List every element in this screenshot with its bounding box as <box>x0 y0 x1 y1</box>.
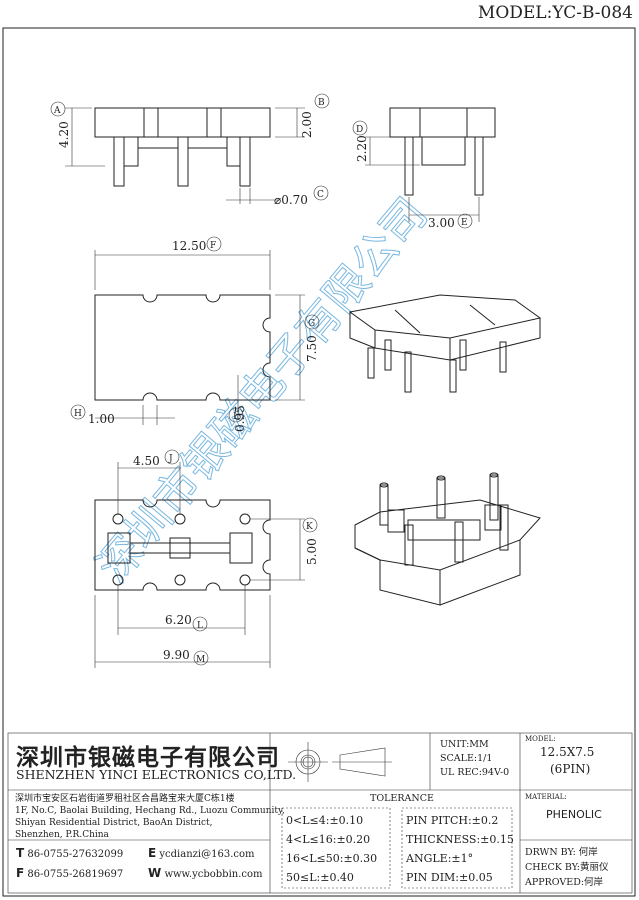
svg-text:C: C <box>317 190 324 200</box>
svg-text:H: H <box>74 409 82 419</box>
svg-text:F: F <box>210 241 216 251</box>
svg-text:D: D <box>356 125 363 135</box>
svg-text:4.50: 4.50 <box>133 454 160 468</box>
bottom-view <box>94 462 305 668</box>
model-title: MODEL:YC-B-084 <box>477 3 633 23</box>
svg-text:4.20: 4.20 <box>57 121 71 148</box>
svg-text:G: G <box>308 319 315 329</box>
side-view <box>365 107 496 222</box>
watermark: 深圳市银磁电子有限公司 <box>87 189 437 593</box>
model-pins: (6PIN) <box>550 762 591 776</box>
material-value: PHENOLIC <box>546 808 602 821</box>
svg-text:I: I <box>233 412 237 422</box>
svg-text:2.20: 2.20 <box>355 135 369 162</box>
company-address: 深圳市宝安区石岩街道罗租社区合昌路宝来大厦C栋1楼 1F, No.C, Baol… <box>15 794 285 840</box>
svg-text:K: K <box>306 522 313 532</box>
svg-text:3.00: 3.00 <box>428 216 455 230</box>
svg-text:L: L <box>197 621 203 631</box>
fax: F 86-0755-26819697 <box>16 866 124 880</box>
svg-text:2.00: 2.00 <box>300 111 314 138</box>
model-label: MODEL: <box>525 735 556 743</box>
email: E ycdianzi@163.com <box>148 846 255 860</box>
phone: T 86-0755-27632099 <box>16 846 124 860</box>
svg-text:J: J <box>168 454 173 464</box>
website: W www.ycbobbin.com <box>148 866 263 880</box>
isometric-view-top <box>348 294 542 393</box>
company-name-en: SHENZHEN YINCI ELECTRONICS CO,LTD. <box>16 767 297 782</box>
svg-text:⌀0.70: ⌀0.70 <box>274 193 308 207</box>
svg-text:E: E <box>461 218 468 228</box>
isometric-view-bottom <box>354 472 541 606</box>
top-view <box>94 250 305 425</box>
svg-text:M: M <box>196 655 205 665</box>
svg-text:12.50: 12.50 <box>172 239 206 253</box>
svg-text:A: A <box>53 106 61 116</box>
sheet-border <box>2 27 636 897</box>
svg-text:7.50: 7.50 <box>305 335 319 362</box>
svg-text:6.20: 6.20 <box>165 613 192 627</box>
svg-text:9.90: 9.90 <box>163 648 190 662</box>
company-name-cn: 深圳市银磁电子有限公司 <box>16 744 280 771</box>
title-block-grid <box>7 732 633 894</box>
front-view <box>65 107 305 204</box>
model-value: 12.5X7.5 <box>540 745 595 759</box>
svg-text:5.00: 5.00 <box>305 538 319 565</box>
svg-text:1.00: 1.00 <box>88 412 115 426</box>
svg-text:B: B <box>318 98 325 108</box>
callout-markers: A B C D E F G H I J K L M <box>50 93 473 666</box>
svg-text:0.95: 0.95 <box>233 405 247 432</box>
tolerance-title: TOLERANCE <box>370 793 434 804</box>
material-label: MATERIAL: <box>525 793 567 801</box>
